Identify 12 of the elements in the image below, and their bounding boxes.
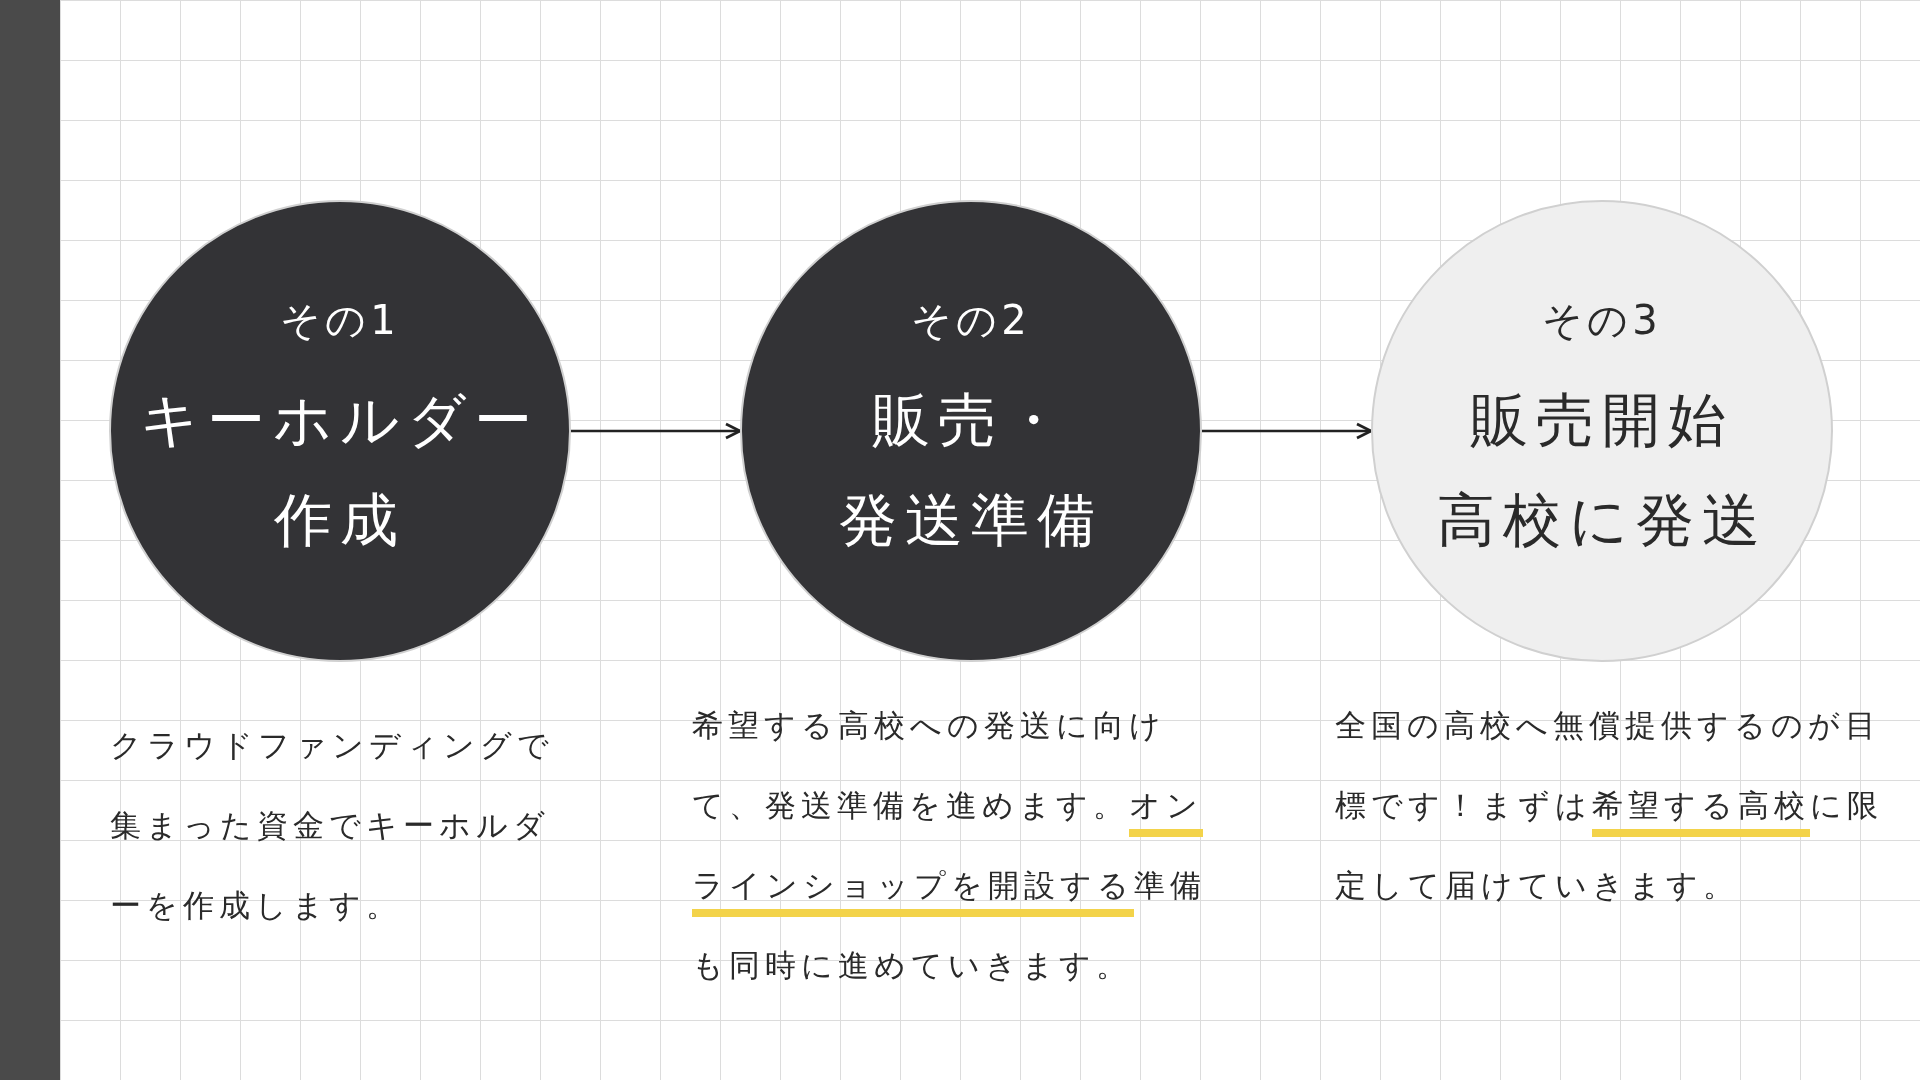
description-text: 全国の高校へ無償提供するのが目標です！まずは希望する高校に限定して届けていきます。: [1335, 706, 1884, 905]
step-number: その2: [911, 295, 1031, 345]
description-text: 希望する高校への発送に向けて、発送準備を進めます。オンラインショップを開設する準備も同時に進めていきます。: [692, 706, 1207, 985]
step-number: その1: [280, 295, 400, 345]
description-text: クラウドファンディングで集まった資金でキーホルダーを作成します。: [110, 726, 555, 925]
step-title: 販売・発送準備: [838, 384, 1104, 556]
arrow: [571, 422, 742, 440]
step-title: 高校に発送: [1436, 484, 1768, 556]
step-number: その3: [1542, 295, 1662, 345]
step-title: キーホルダー作成: [139, 384, 541, 556]
arrow: [1202, 422, 1373, 440]
step-title: 販売開始: [1470, 384, 1734, 456]
